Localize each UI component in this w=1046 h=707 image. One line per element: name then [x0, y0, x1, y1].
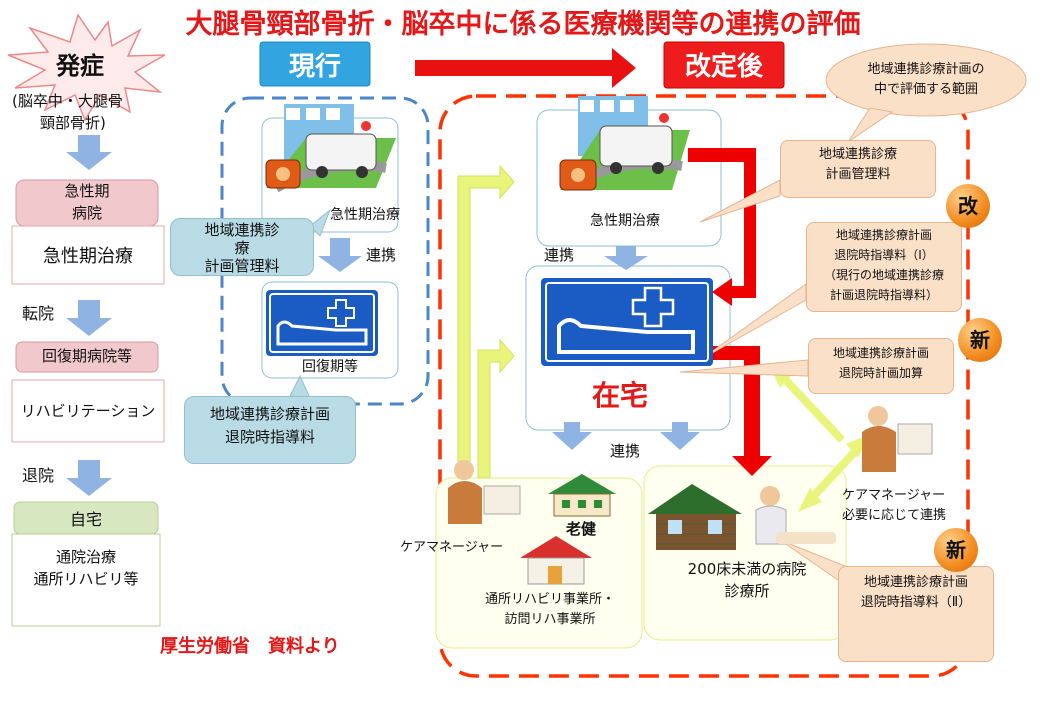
ambulance-phone-icon — [265, 104, 396, 193]
yellow-diag-1 — [779, 373, 845, 443]
care-manager-left-person-icon — [448, 460, 521, 524]
recovery-hospital-label: 回復期病院等 — [41, 347, 132, 365]
discharge-addition-line-2: 退院時計画加算 — [838, 366, 923, 380]
outpatient-label-2: 通所リハビリ等 — [33, 570, 139, 588]
onset-sub-1: (脳卒中・大腿骨 — [12, 92, 123, 110]
current-mgmt-fee-callout: 地域連携診 療 計画管理料 — [170, 218, 314, 276]
outpatient-label-1: 通院治療 — [55, 548, 116, 566]
yellow-diag-2-tail — [798, 488, 822, 512]
mgmt-fee-line-1: 地域連携診療 — [818, 147, 897, 162]
red-connectors — [688, 148, 772, 476]
hospital-bed-sign-icon — [266, 290, 378, 356]
therapist-person-icon — [755, 486, 836, 545]
clinic-house-icon — [648, 484, 742, 550]
clinic-label-2: 診療所 — [724, 582, 770, 600]
yellow-diag-2 — [807, 441, 865, 503]
current-discharge-fee-line-1: 地域連携診療計画 — [209, 405, 330, 423]
rehab-house-icon — [520, 536, 592, 585]
current-mgmt-pointer — [309, 208, 332, 237]
home-care-label: 在宅 — [591, 379, 648, 412]
revised-badge: 改 — [946, 184, 990, 228]
care-manager-left-label: ケアマネージャー — [400, 540, 504, 555]
yellow-arrows — [457, 164, 515, 479]
scope-bubble — [825, 43, 1027, 117]
discharge-fee-2-callout: 地域連携診療計画 退院時指導料（Ⅱ） — [838, 566, 994, 662]
revised-label: 改定後 — [684, 52, 763, 82]
revised-acute-treatment: 急性期治療 — [590, 213, 660, 229]
new-badge-2: 新 — [934, 528, 978, 572]
transition-arrow — [415, 48, 636, 88]
current-label-box — [259, 41, 371, 87]
revised-frame — [438, 94, 970, 678]
discharge-addition-line-1: 地域連携診療計画 — [832, 346, 929, 360]
discharge-fee-1-line-2: 退院時指導料（Ⅰ） — [834, 248, 934, 262]
onset-label: 発症 — [56, 52, 104, 80]
outpatient-box — [11, 533, 161, 627]
current-link-arrow — [318, 238, 362, 272]
transfer-label: 転院 — [22, 304, 55, 323]
discharge-label: 退院 — [22, 466, 55, 485]
rehab-office-label-2: 訪問リハ事業所 — [504, 612, 596, 627]
hospital-bed-sign-icon — [541, 278, 713, 366]
acute-hospital-label-1: 急性期 — [64, 182, 110, 200]
current-acute-treatment: 急性期治療 — [330, 207, 400, 223]
revised-label-box — [663, 41, 785, 89]
discharge-addition-callout: 地域連携診療計画 退院時計画加算 — [808, 338, 954, 394]
revised-link-arrows — [552, 246, 700, 450]
mgmt-fee-line-2: 計画管理料 — [825, 167, 891, 182]
care-manager-right-person-icon — [862, 406, 933, 472]
current-mgmt-fee-line-3: 計画管理料 — [204, 257, 280, 275]
acute-hospital-label-2: 病院 — [71, 204, 102, 222]
discharge-fee-1-line-1: 地域連携診療計画 — [835, 228, 932, 242]
current-discharge-fee-callout: 地域連携診療計画 退院時指導料 — [184, 396, 356, 464]
current-mgmt-fee-line-1: 地域連携診 — [204, 221, 280, 239]
care-manager-right-label-1: ケアマネージャー — [842, 488, 946, 503]
current-recovery-label: 回復期等 — [302, 359, 358, 375]
new-badge-1: 新 — [958, 318, 1002, 362]
current-discharge-pointer — [289, 374, 311, 399]
revised-link-top: 連携 — [544, 246, 575, 264]
source-note: 厚生労働省 資料より — [160, 636, 340, 657]
page-title: 大腿骨頸部骨折・脳卒中に係る医療機関等の連携の評価 — [185, 9, 861, 40]
onset-sub-2: 頸部骨折) — [40, 114, 106, 132]
current-label: 現行 — [288, 52, 341, 82]
rehab-office-label-1: 通所リハビリ事業所・ — [484, 592, 615, 607]
scope-bubble-line-1: 地域連携診療計画の — [867, 62, 985, 77]
discharge-fee-1-line-4: 計画退院時指導料） — [829, 288, 938, 302]
discharge-fee-1-line-3: （現行の地域連携診療 — [823, 268, 944, 282]
revised-link-bottom: 連携 — [610, 442, 641, 460]
rehab-box — [11, 379, 165, 443]
left-acute-treatment: 急性期治療 — [43, 246, 133, 267]
current-mgmt-fee-line-2: 療 — [234, 239, 250, 257]
onset-starburst — [7, 13, 166, 122]
acute-treatment-box — [11, 225, 165, 285]
recovery-header-box — [15, 341, 159, 373]
care-manager-right-label-2: 必要に応じて連携 — [842, 508, 947, 523]
rouken-house-icon — [548, 474, 616, 517]
discharge-fee-2-line-2: 退院時指導料（Ⅱ） — [860, 595, 972, 610]
home-label: 自宅 — [69, 510, 102, 529]
left-flow-arrows — [66, 135, 112, 496]
scope-bubble-line-2: 中で評価する範囲 — [873, 82, 978, 97]
ambulance-phone-icon — [559, 96, 690, 191]
discharge-fee-1-callout: 地域連携診療計画 退院時指導料（Ⅰ） （現行の地域連携診療 計画退院時指導料） — [806, 222, 962, 312]
clinic-label-1: 200床未満の病院 — [687, 560, 807, 578]
current-discharge-fee-line-2: 退院時指導料 — [224, 428, 315, 446]
callout-pointers — [679, 179, 851, 581]
rouken-label: 老健 — [566, 520, 597, 538]
discharge-fee-2-line-1: 地域連携診療計画 — [863, 575, 968, 590]
scope-bubble-tail — [847, 107, 894, 143]
rehabilitation-label: リハビリテーション — [20, 402, 156, 420]
current-link-label: 連携 — [366, 246, 397, 264]
mgmt-fee-callout: 地域連携診療 計画管理料 — [780, 140, 936, 198]
